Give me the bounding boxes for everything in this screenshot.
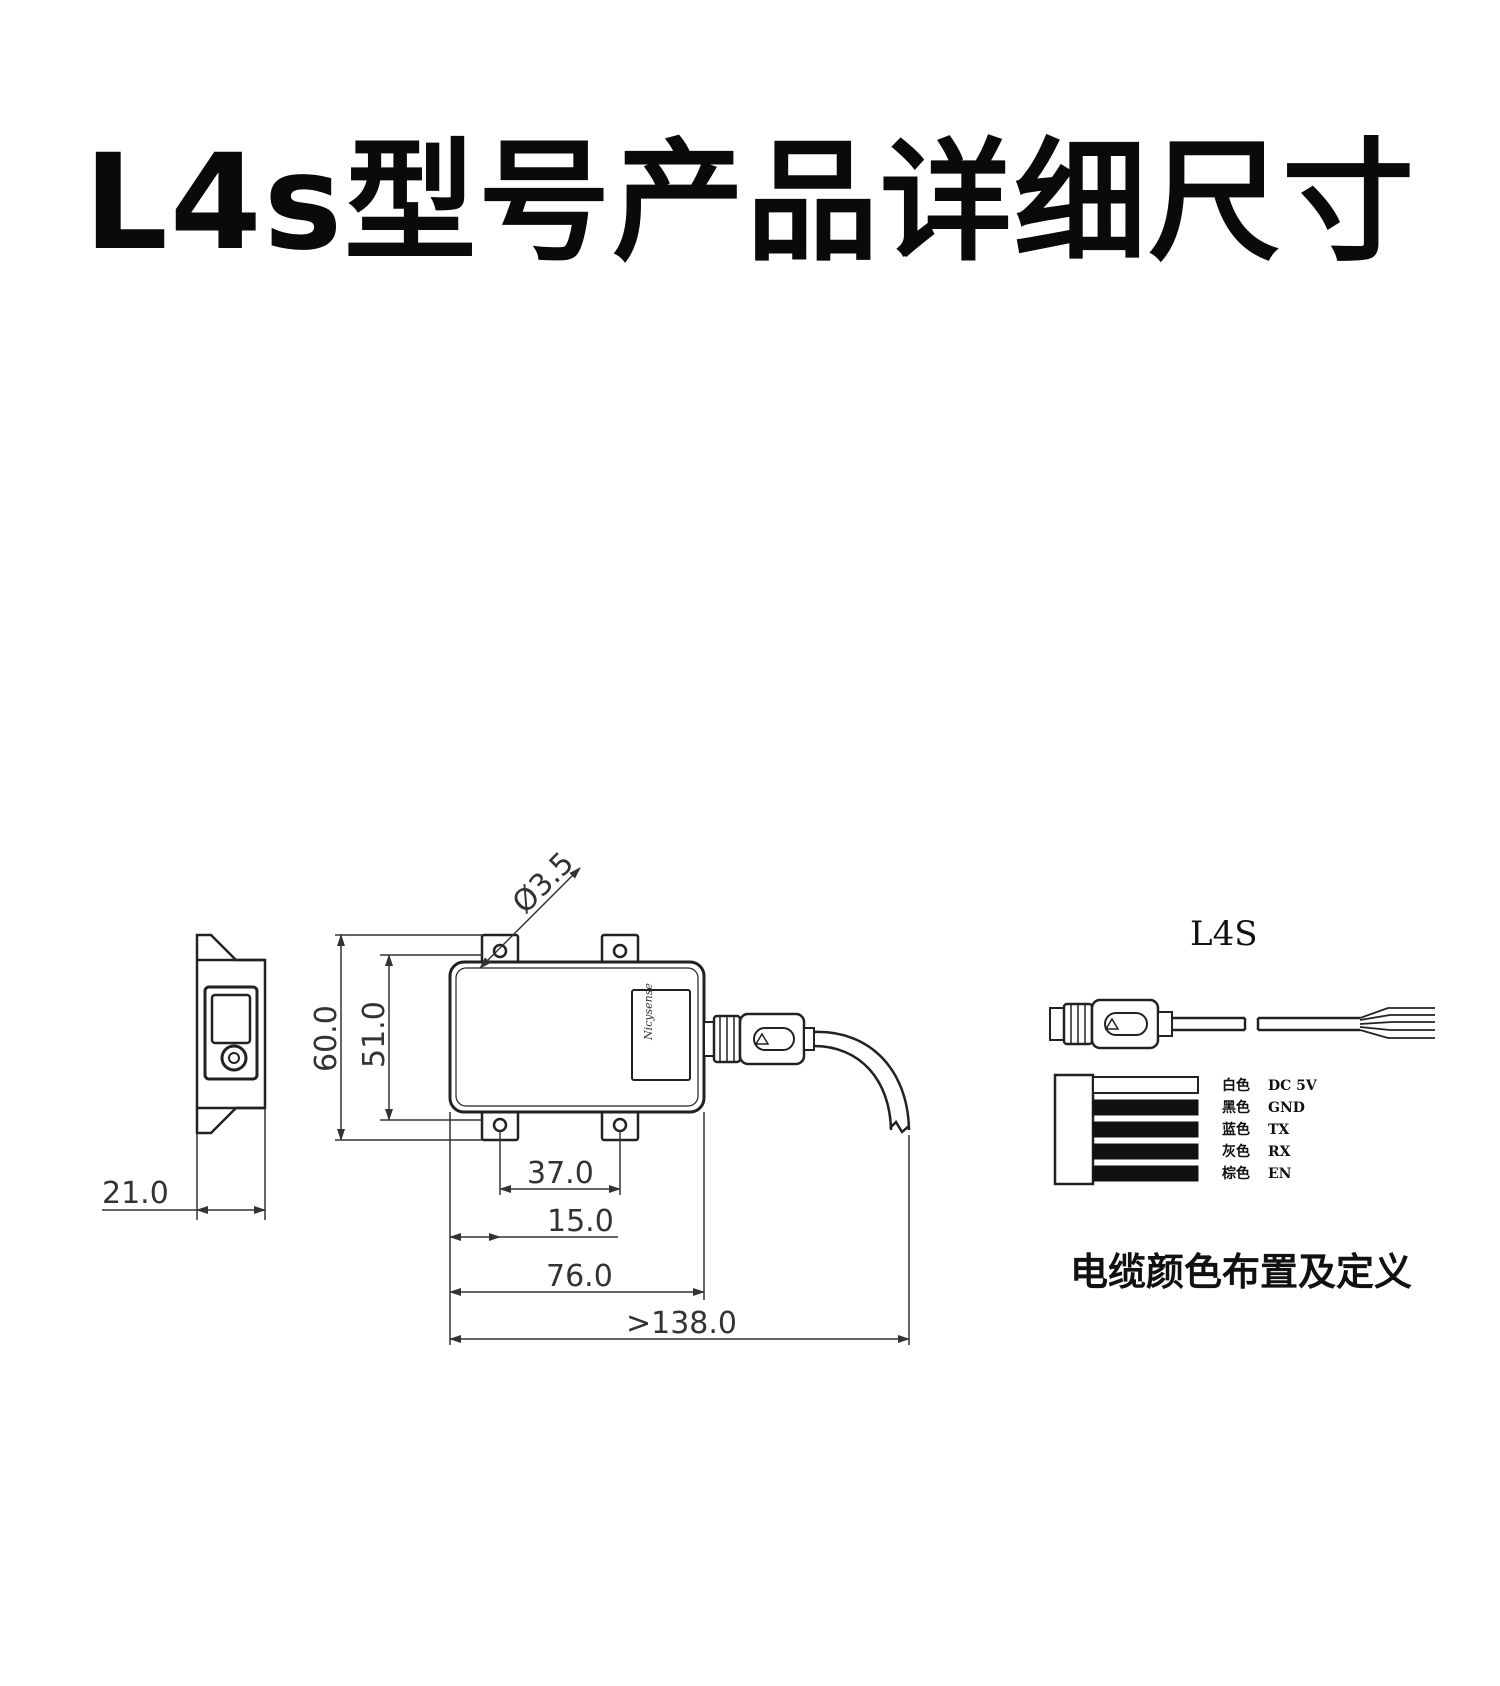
wire-color-bars <box>1053 1073 1199 1186</box>
wire-signal: RX <box>1268 1144 1291 1160</box>
wire-color-name: 白色 <box>1222 1077 1250 1094</box>
page-title: L4s型号产品详细尺寸 <box>83 126 1417 280</box>
dim-depth: 21.0 <box>102 1176 169 1211</box>
cable <box>813 1030 911 1134</box>
wiring-diagram: L4S <box>1049 914 1435 1294</box>
wire-color-name: 黑色 <box>1222 1099 1250 1116</box>
wire-color-name: 蓝色 <box>1222 1121 1250 1138</box>
side-view <box>195 933 267 1135</box>
wiring-connector <box>1049 998 1435 1050</box>
dim-hole-diameter: Ø3.5 <box>506 845 581 920</box>
wire-signal: TX <box>1268 1122 1289 1138</box>
wiring-model-label: L4S <box>1190 914 1258 954</box>
dim-hole-spacing: 37.0 <box>527 1156 594 1191</box>
wire-signal: DC 5V <box>1268 1078 1318 1094</box>
wire-legend: 白色 DC 5V 黑色 GND 蓝色 TX 灰色 RX 棕色 EN <box>1221 1077 1318 1182</box>
dim-inner-height: 51.0 <box>357 1001 392 1068</box>
dim-overall-height: 60.0 <box>309 1005 344 1072</box>
wire-color-name: 棕色 <box>1221 1165 1250 1182</box>
wire-color-name: 灰色 <box>1222 1143 1250 1160</box>
wire-signal: EN <box>1268 1166 1292 1182</box>
svg-text:Nicysense: Nicysense <box>642 983 655 1041</box>
wire-signal: GND <box>1268 1100 1305 1116</box>
dimension-lines <box>102 867 910 1345</box>
dim-hole-offset: 15.0 <box>547 1204 614 1239</box>
dim-total-length: >138.0 <box>626 1306 737 1341</box>
dim-body-length: 76.0 <box>546 1259 613 1294</box>
wiring-caption: 电缆颜色布置及定义 <box>1070 1249 1412 1294</box>
front-view: Nicysense <box>448 933 815 1142</box>
